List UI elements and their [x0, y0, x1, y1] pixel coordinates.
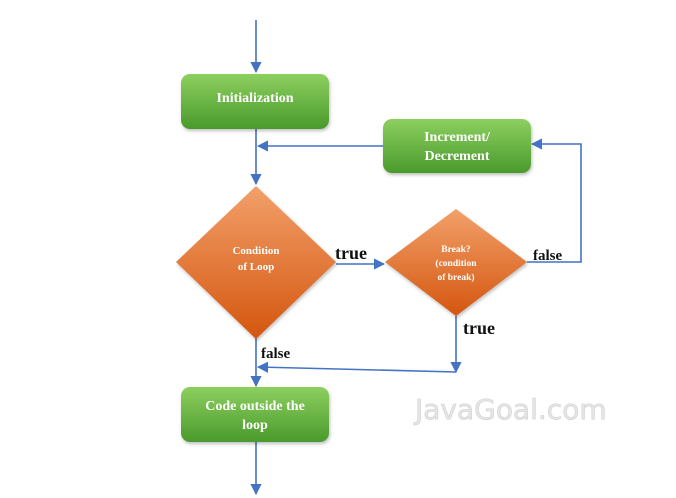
break-false-label: false	[533, 248, 563, 264]
break-true-label: true	[463, 318, 495, 338]
outside-label-line1: Code outside the	[205, 399, 305, 414]
outside-label-line2: loop	[242, 418, 268, 433]
break-label-line2: (condition	[435, 258, 477, 269]
increment-label-line2: Decrement	[424, 149, 489, 164]
node-initialization	[181, 74, 329, 129]
break-label-line3: of break)	[437, 272, 474, 283]
condition-label-line2: of Loop	[238, 261, 274, 273]
node-break-check	[385, 209, 527, 316]
node-code-outside-loop	[181, 387, 329, 442]
condition-label-line1: Condition	[232, 245, 279, 257]
increment-label-line1: Increment/	[424, 130, 491, 145]
node-increment-decrement	[383, 119, 531, 173]
condition-false-label: false	[261, 346, 291, 362]
condition-true-label: true	[335, 243, 367, 263]
edge-break-false-to-increment	[527, 138, 582, 263]
watermark-text: JavaGoal.com	[413, 393, 607, 426]
node-condition-of-loop	[176, 186, 336, 339]
break-label-line1: Break?	[441, 245, 471, 255]
initialization-label: Initialization	[216, 91, 293, 106]
edge-break-true-to-outside-line	[256, 361, 457, 373]
